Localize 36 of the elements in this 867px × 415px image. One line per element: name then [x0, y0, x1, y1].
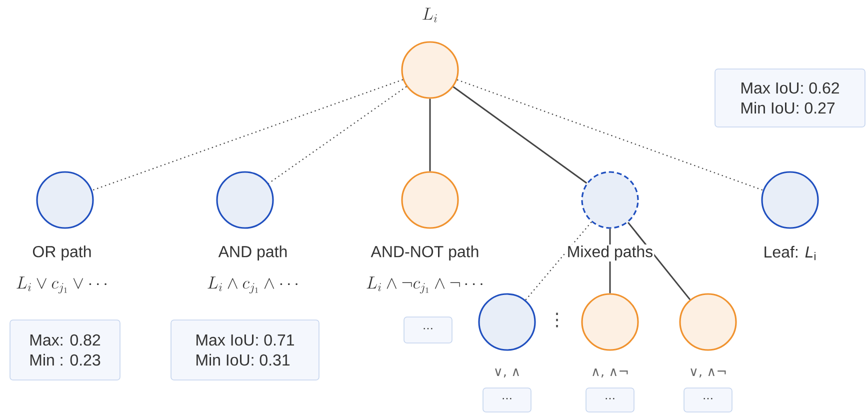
formula-label: $L_i \vee c_{j_1} \vee \cdots$: [15, 276, 109, 294]
path-label: OR path: [31, 244, 93, 262]
vertical-ellipsis: ⋮: [556, 312, 558, 328]
tree-node: [401, 171, 459, 229]
tree-node: [761, 171, 819, 229]
ellipsis-box: ⋯: [482, 388, 532, 412]
tree-edge: [452, 86, 588, 184]
tree-node: [216, 171, 274, 229]
tree-node: [401, 41, 459, 99]
operator-label: ∨, ∧: [495, 368, 519, 378]
tree-edge: [429, 98, 431, 172]
tree-edge: [456, 79, 764, 191]
formula-label: $L_i \wedge \neg c_{j_1} \wedge \neg \cdots$: [365, 276, 485, 294]
path-label: AND path: [217, 244, 289, 262]
operator-label: ∨, ∧¬: [690, 368, 726, 378]
operator-label: ∧, ∧¬: [592, 368, 628, 378]
tree-edge: [92, 79, 404, 191]
tree-edge: [268, 86, 407, 184]
formula-label: $L_i \wedge c_{j_1} \wedge \cdots$: [206, 276, 300, 294]
tree-node: [679, 293, 737, 351]
tree-edge: [525, 222, 592, 300]
path-label: Mixed paths: [566, 244, 654, 262]
tree-node: [478, 293, 536, 351]
ellipsis-box: ⋯: [404, 316, 452, 344]
tree-node: [36, 171, 94, 229]
formula-label: $L_i$: [421, 6, 440, 24]
tree-node: [581, 293, 639, 351]
ellipsis-box: ⋯: [586, 388, 634, 412]
stats-box: Max IoU: 0.71 Min IoU: 0.31: [170, 320, 320, 380]
stats-box: Max: 0.82 Min : 0.23: [10, 320, 120, 380]
ellipsis-box: ⋯: [684, 388, 732, 412]
path-label: Leaf: L$_{i}$: [762, 244, 818, 262]
path-label: AND-NOT path: [370, 244, 480, 262]
stats-box: Max IoU: 0.62 Min IoU: 0.27: [714, 68, 866, 128]
tree-edge: [627, 222, 691, 300]
tree-node: [581, 171, 639, 229]
